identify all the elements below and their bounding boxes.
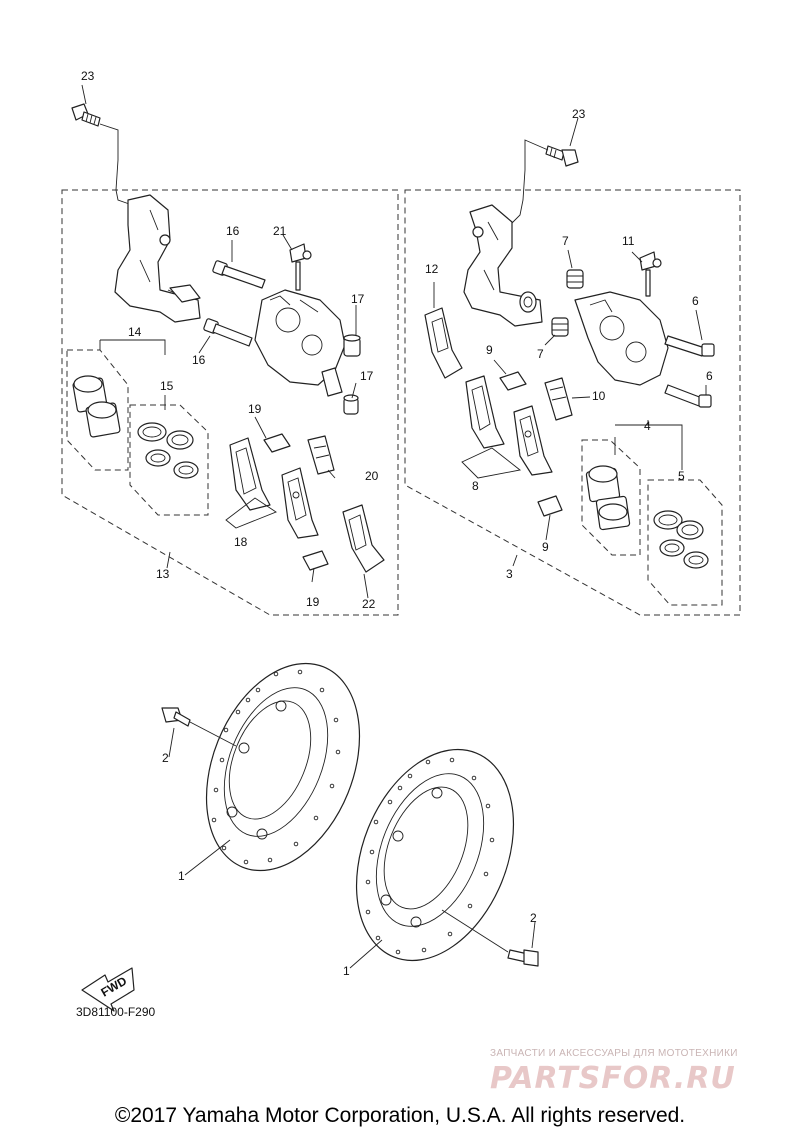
pad-spring-19-upper bbox=[263, 433, 291, 453]
disc-bolt-left bbox=[161, 707, 191, 727]
seals-15 bbox=[137, 422, 199, 479]
label-7-upper: 7 bbox=[562, 234, 569, 248]
boot-7-upper bbox=[566, 269, 584, 289]
leader-23-right bbox=[509, 139, 549, 226]
caliper-bolt-left bbox=[71, 103, 101, 127]
pad-shim-22 bbox=[342, 504, 385, 573]
caliper-bracket-right bbox=[463, 204, 543, 327]
label-16-upper: 16 bbox=[226, 224, 240, 238]
bleed-screw-21 bbox=[289, 243, 312, 291]
label-7-lower: 7 bbox=[537, 347, 544, 361]
label-2-left: 2 bbox=[162, 751, 169, 765]
left-seal-box bbox=[129, 404, 209, 516]
label-12: 12 bbox=[425, 262, 439, 276]
caliper-bracket-left bbox=[114, 194, 201, 323]
label-5: 5 bbox=[678, 469, 685, 483]
brake-pads-18 bbox=[229, 437, 319, 539]
slide-pin-16-upper bbox=[212, 260, 266, 289]
pad-shim-12 bbox=[424, 307, 463, 379]
label-9-lower: 9 bbox=[542, 540, 549, 554]
part-labels: 23 23 16 21 17 16 17 14 15 19 20 18 13 1… bbox=[81, 69, 713, 978]
label-23-right: 23 bbox=[572, 107, 586, 121]
brake-disc-right bbox=[355, 748, 515, 962]
label-23-left: 23 bbox=[81, 69, 95, 83]
label-4: 4 bbox=[644, 419, 651, 433]
label-16-lower: 16 bbox=[192, 353, 206, 367]
label-9-upper: 9 bbox=[486, 343, 493, 357]
label-15: 15 bbox=[160, 379, 174, 393]
slide-pin-6-lower bbox=[664, 384, 712, 408]
leader-23-left bbox=[99, 123, 133, 206]
label-13: 13 bbox=[156, 567, 170, 581]
leader-lines bbox=[81, 84, 707, 969]
disc-holes-left bbox=[211, 669, 341, 865]
label-20: 20 bbox=[365, 469, 379, 483]
label-1-right: 1 bbox=[343, 964, 350, 978]
fwd-arrow-icon: FWD bbox=[81, 967, 135, 1012]
caliper-body-right bbox=[574, 291, 669, 386]
boot-7-lower bbox=[551, 317, 569, 337]
label-11: 11 bbox=[622, 234, 635, 248]
label-18: 18 bbox=[234, 535, 248, 549]
label-6-lower: 6 bbox=[706, 369, 713, 383]
left-caliper-assembly-box bbox=[61, 189, 399, 616]
disc-bolt-right bbox=[507, 949, 539, 967]
cap-17-lower bbox=[343, 394, 359, 415]
diagram-code: 3D81100-F290 bbox=[76, 1005, 155, 1019]
caliper-body-left bbox=[254, 289, 346, 397]
seals-5 bbox=[653, 510, 709, 569]
piston-14 bbox=[72, 375, 121, 438]
label-6-upper: 6 bbox=[692, 294, 699, 308]
piston-4 bbox=[585, 465, 631, 531]
cap-17-upper bbox=[343, 334, 361, 357]
label-8: 8 bbox=[472, 479, 479, 493]
right-seal-box bbox=[647, 479, 723, 606]
label-10: 10 bbox=[592, 389, 606, 403]
label-21: 21 bbox=[273, 224, 287, 238]
label-17-lower: 17 bbox=[360, 369, 374, 383]
bleed-screw-11 bbox=[639, 251, 662, 297]
brake-disc-left bbox=[205, 662, 361, 872]
right-caliper-assembly-box bbox=[404, 189, 741, 616]
slide-pin-6-upper bbox=[664, 335, 715, 357]
slide-pin-16-lower bbox=[203, 318, 253, 347]
label-19-upper: 19 bbox=[248, 402, 262, 416]
pad-spring-9-lower bbox=[537, 495, 563, 517]
pad-spring-19-lower bbox=[302, 550, 329, 571]
leader-disc-bolt-right bbox=[441, 909, 509, 953]
caliper-bolt-right bbox=[545, 145, 579, 167]
pad-clip-10 bbox=[544, 377, 573, 421]
watermark-brand: PARTSFOR.RU bbox=[490, 1061, 736, 1096]
copyright-notice: ©2017 Yamaha Motor Corporation, U.S.A. A… bbox=[114, 1104, 686, 1127]
disc-holes-right bbox=[365, 757, 495, 955]
brake-pads-8 bbox=[465, 375, 553, 476]
pad-clip-20 bbox=[307, 435, 335, 475]
pad-spring-9-upper bbox=[499, 371, 527, 391]
label-19-lower: 19 bbox=[306, 595, 320, 609]
label-17-upper: 17 bbox=[351, 292, 365, 306]
leader-disc-bolt-left bbox=[189, 721, 237, 747]
label-2-right: 2 bbox=[530, 911, 537, 925]
label-3: 3 bbox=[506, 567, 513, 581]
watermark-tagline: ЗАПЧАСТИ И АКСЕССУАРЫ ДЛЯ МОТОТЕХНИКИ bbox=[490, 1048, 738, 1059]
label-14: 14 bbox=[128, 325, 142, 339]
label-22: 22 bbox=[362, 597, 376, 611]
label-1-left: 1 bbox=[178, 869, 185, 883]
